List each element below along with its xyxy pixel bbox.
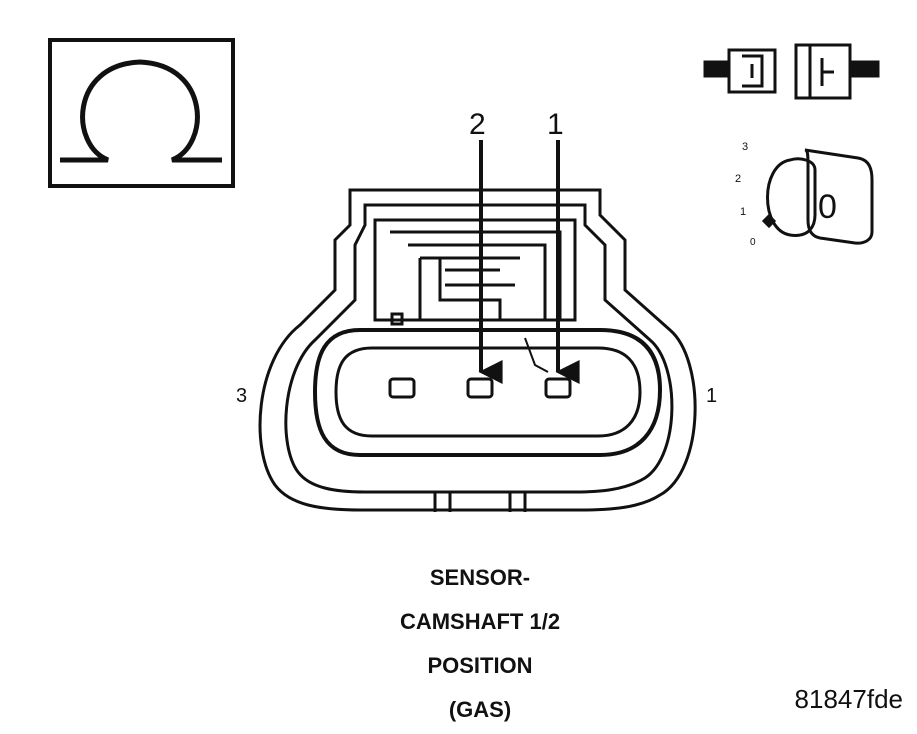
cavity-label-1: 1	[706, 385, 717, 407]
caption-line-3: POSITION	[427, 653, 533, 678]
cavity-label-3: 3	[236, 385, 247, 407]
ignition-key-icon: 0 3 2 1 0	[735, 141, 874, 248]
probe-arrows: 2 1	[469, 108, 580, 384]
key-position-label: 0	[818, 188, 837, 226]
ignition-scale-2: 2	[735, 173, 741, 185]
probe-label-1: 1	[547, 108, 564, 141]
ignition-scale-0: 0	[750, 237, 756, 248]
ignition-scale-3: 3	[742, 141, 748, 153]
disconnected-connector-icon	[703, 43, 880, 100]
caption-line-2: CAMSHAFT 1/2	[399, 609, 561, 634]
figure-reference: 81847fde	[794, 684, 903, 714]
caption-line-1: SENSOR-	[429, 565, 531, 590]
cavity-2	[466, 377, 494, 399]
caption-line-4: (GAS)	[448, 697, 512, 722]
cavity-1	[544, 377, 572, 399]
ohmmeter-icon	[48, 38, 235, 188]
ignition-scale-1: 1	[740, 206, 746, 218]
cavity-3	[388, 377, 416, 399]
sensor-connector	[258, 188, 697, 512]
probe-label-2: 2	[469, 108, 486, 141]
